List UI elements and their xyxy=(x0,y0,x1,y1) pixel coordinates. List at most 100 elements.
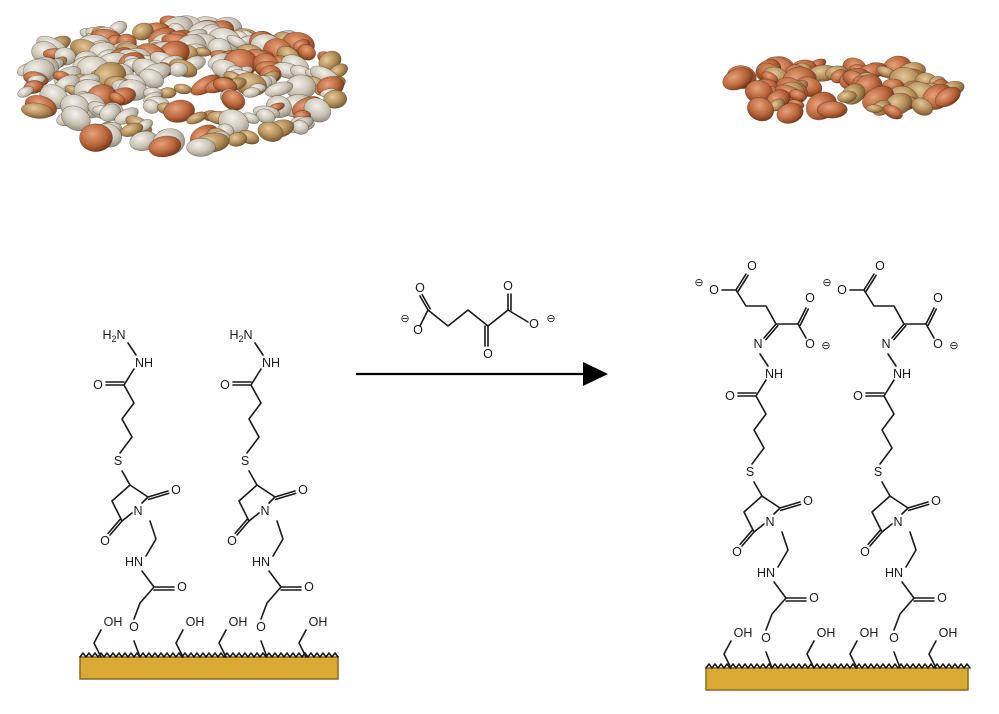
gold-substrate xyxy=(705,667,969,691)
coin xyxy=(323,89,348,109)
negative-charge: ⊖ xyxy=(400,313,409,325)
thioether-sulfur: S xyxy=(746,465,754,479)
carboxylate-oxygen: O xyxy=(413,323,423,337)
carbonyl-oxygen: O xyxy=(93,378,103,392)
bond xyxy=(272,520,284,557)
negative-charge: ⊖ xyxy=(822,277,831,289)
bond xyxy=(254,342,264,356)
bond xyxy=(145,520,157,557)
carbonyl-oxygen: O xyxy=(725,389,735,403)
coin xyxy=(256,108,276,124)
carbonyl-oxygen: O xyxy=(220,378,230,392)
coin xyxy=(242,87,261,98)
imide-oxygen: O xyxy=(931,494,941,508)
ether-oxygen: O xyxy=(761,631,771,645)
bond xyxy=(797,307,807,325)
bond xyxy=(891,323,905,339)
bond xyxy=(121,470,131,486)
succinimide-ring xyxy=(871,495,909,533)
bond xyxy=(881,481,891,497)
bond xyxy=(260,640,268,658)
bond xyxy=(260,586,282,620)
imide-oxygen: O xyxy=(298,483,308,497)
bond xyxy=(141,570,155,588)
hydrazide-nh: NH xyxy=(262,356,280,370)
carbonyl-oxygen: O xyxy=(853,389,863,403)
carbonyl-oxygen: O xyxy=(304,580,314,594)
bond xyxy=(487,309,509,327)
bond xyxy=(133,586,155,620)
label-part: 2 xyxy=(238,334,243,344)
coin xyxy=(138,68,164,89)
imide-nitrogen: N xyxy=(133,504,142,518)
glutarate-chain xyxy=(735,289,777,325)
bond xyxy=(887,353,897,367)
right-arrow-icon xyxy=(356,362,608,386)
carbonyl-oxygen: O xyxy=(177,580,187,594)
thioether-sulfur: S xyxy=(241,454,249,468)
coin xyxy=(816,100,848,119)
coin xyxy=(17,85,34,98)
double-bond xyxy=(107,518,121,535)
succinimide-ring xyxy=(111,484,149,522)
carboxylate-oxygen: O xyxy=(747,259,757,273)
hydroxyl-linker xyxy=(218,629,227,658)
hydroxyl-linker xyxy=(723,640,732,669)
amide-nh: HN xyxy=(885,566,903,580)
double-bond xyxy=(765,324,779,341)
imide-nitrogen: N xyxy=(765,515,774,529)
hydrazone-n: N xyxy=(753,337,762,351)
carboxylate-oxygen: O xyxy=(805,291,815,305)
carboxylate-oxygen: O xyxy=(875,259,885,273)
bond xyxy=(236,520,250,536)
double-bond xyxy=(737,274,749,293)
surface-roughness xyxy=(705,663,971,669)
bond xyxy=(507,309,529,323)
thioether-sulfur: S xyxy=(114,454,122,468)
bond xyxy=(907,501,929,509)
label-part: 2 xyxy=(111,334,116,344)
ether-oxygen: O xyxy=(889,631,899,645)
bond xyxy=(133,640,141,658)
ketone-oxygen: O xyxy=(483,347,493,361)
hydroxyl-linker xyxy=(175,629,184,658)
amide-nh: HN xyxy=(125,555,143,569)
propyl-chain xyxy=(879,395,895,465)
bond xyxy=(419,295,429,311)
hydrazone-n: N xyxy=(881,337,890,351)
bond xyxy=(893,597,915,631)
imide-oxygen: O xyxy=(732,545,742,559)
double-bond xyxy=(907,503,930,512)
bond xyxy=(147,490,169,498)
double-bond xyxy=(421,293,431,310)
imide-oxygen: O xyxy=(803,494,813,508)
hydroxyl-label: OH xyxy=(104,615,123,629)
bond xyxy=(741,531,755,547)
bond xyxy=(905,531,917,568)
coin xyxy=(21,102,53,119)
imide-oxygen: O xyxy=(171,483,181,497)
hydroxyl-linker xyxy=(298,629,307,658)
coin xyxy=(837,90,857,103)
carboxylate-oxygen: O xyxy=(837,283,847,297)
imide-nitrogen: N xyxy=(260,504,269,518)
bond xyxy=(763,323,777,339)
bond xyxy=(773,581,787,599)
label-part: N xyxy=(117,328,126,342)
double-bond xyxy=(867,529,881,546)
bond xyxy=(901,581,915,599)
propyl-chain xyxy=(119,384,135,454)
coin xyxy=(148,135,182,158)
coin xyxy=(747,97,775,122)
coin xyxy=(264,81,294,97)
coin xyxy=(297,44,316,61)
negative-charge: ⊖ xyxy=(821,340,830,352)
coin xyxy=(99,103,121,122)
label-part: H xyxy=(229,328,238,342)
bond xyxy=(753,481,763,497)
gold-surface-right xyxy=(705,663,971,691)
hydroxyl-linker xyxy=(93,629,102,658)
